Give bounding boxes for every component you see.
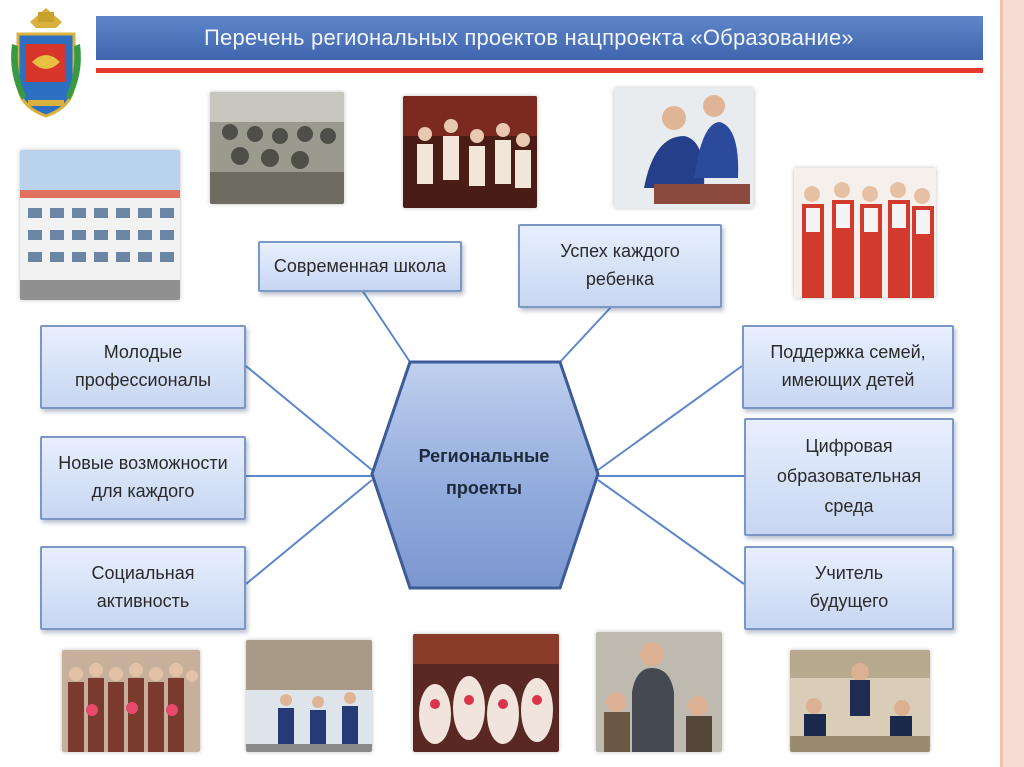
photo-students-workshop: [614, 88, 754, 208]
box-social: Социальная активность: [40, 546, 246, 630]
box-success: Успех каждого ребенка: [518, 224, 722, 308]
page-title: Перечень региональных проектов нацпроект…: [204, 25, 854, 50]
box-modern-school: Современная школа: [258, 241, 462, 292]
center-hexagon: [370, 360, 600, 590]
title-accent-line: [96, 68, 983, 73]
connector-young-pros: [245, 365, 373, 471]
coat-of-arms-emblem: [11, 8, 81, 118]
box-digital: Цифровая образовательная среда: [744, 418, 954, 536]
box-young-pros: Молодые профессионалы: [40, 325, 246, 409]
photo-classroom-officer: [790, 650, 930, 752]
photo-festival-dance: [413, 634, 559, 752]
connector-social: [245, 479, 373, 585]
box-teacher: Учитель будущего: [744, 546, 954, 630]
slide-frame-right: [1000, 0, 1024, 767]
connector-family-support: [597, 365, 743, 471]
photo-teacher-students: [596, 632, 722, 752]
photo-dancers: [403, 96, 537, 208]
photo-school-building: [20, 150, 180, 300]
center-label: Региональные проекты: [418, 446, 550, 499]
box-new-opps: Новые возможности для каждого: [40, 436, 246, 520]
title-bar: Перечень региональных проектов нацпроект…: [96, 16, 983, 60]
photo-folk-choir: [794, 168, 936, 298]
photo-group-flowers: [62, 650, 200, 752]
connector-modern-school: [361, 289, 411, 363]
connector-success: [559, 305, 613, 363]
connector-teacher: [597, 479, 745, 585]
photo-classroom: [210, 92, 344, 204]
photo-cadets: [246, 640, 372, 752]
box-family-support: Поддержка семей, имеющих детей: [742, 325, 954, 409]
